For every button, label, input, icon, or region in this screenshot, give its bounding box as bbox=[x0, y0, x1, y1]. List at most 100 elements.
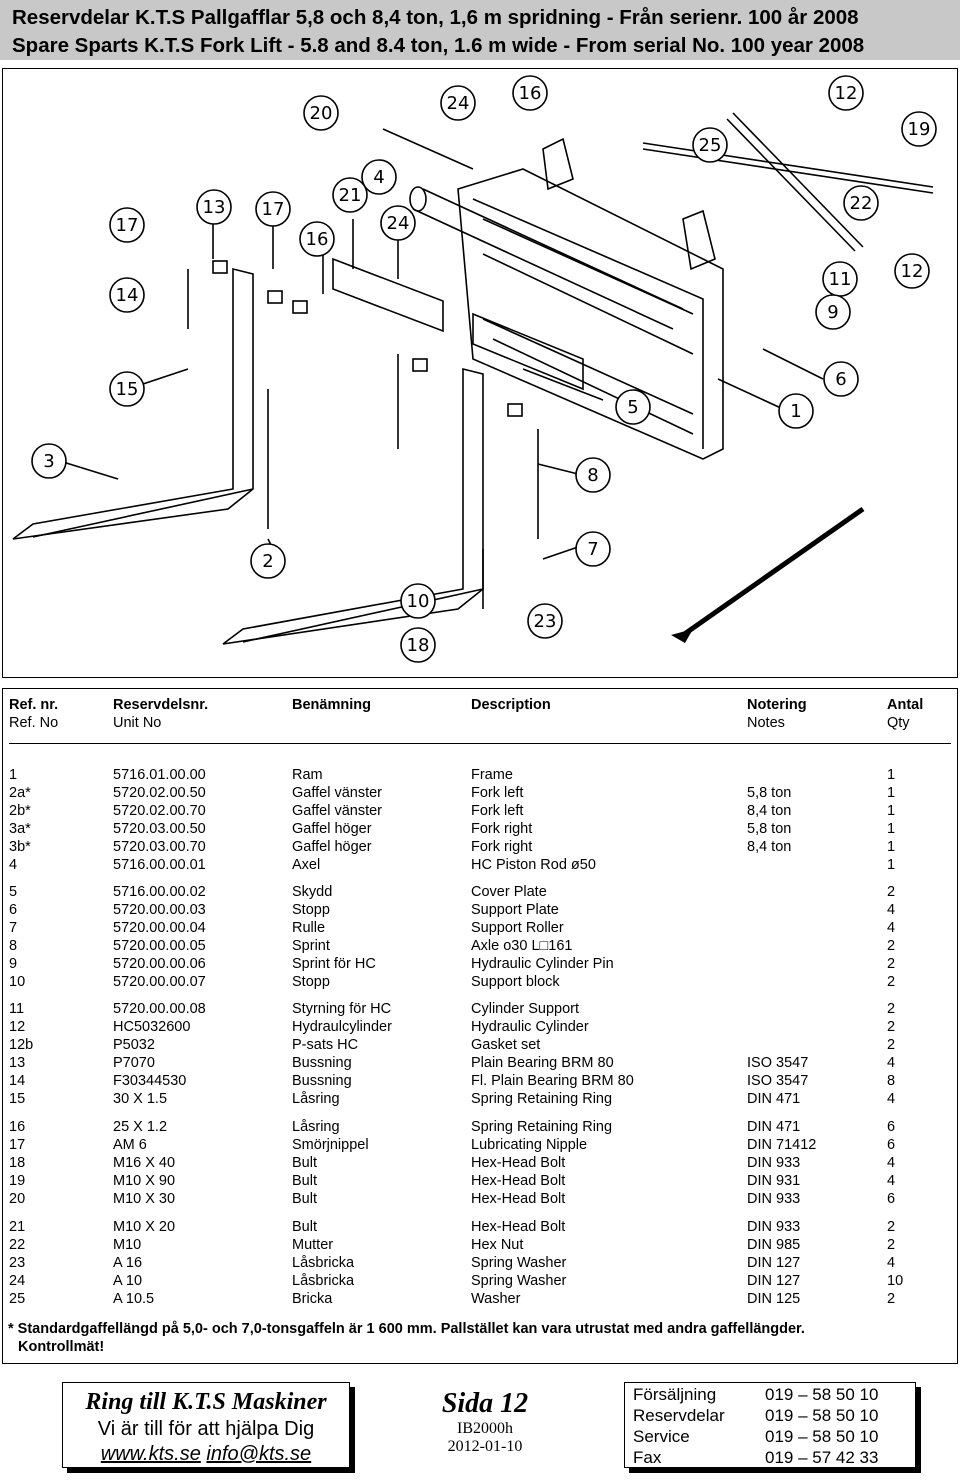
document-code: IB2000h bbox=[457, 1420, 513, 1437]
page-number: Sida 12 bbox=[441, 1388, 529, 1419]
callout-circle bbox=[843, 185, 879, 221]
cell-desc: Cylinder Support bbox=[471, 1001, 579, 1017]
cell-qty: 2 bbox=[887, 956, 896, 972]
contact-label: Reservdelar bbox=[633, 1406, 725, 1425]
callout-number: 15 bbox=[116, 379, 139, 400]
cell-desc: Support block bbox=[471, 974, 560, 990]
cell-name: Axel bbox=[292, 857, 321, 873]
cell-desc: Hex-Head Bolt bbox=[471, 1155, 566, 1171]
website-link[interactable]: www.kts.se bbox=[100, 1443, 201, 1465]
cell-notes: DIN 933 bbox=[747, 1155, 801, 1171]
cell-notes: DIN 933 bbox=[747, 1219, 801, 1235]
cell-qty: 1 bbox=[887, 821, 896, 837]
cell-ref: 6 bbox=[9, 902, 18, 918]
callout-circle bbox=[575, 457, 611, 493]
callout-circle bbox=[299, 221, 335, 257]
header-notes-sv: Notering bbox=[747, 697, 807, 713]
cell-ref: 7 bbox=[9, 920, 18, 936]
callout-circle bbox=[109, 371, 145, 407]
cell-unit: 5720.00.00.03 bbox=[113, 902, 206, 918]
callout-number: 10 bbox=[407, 591, 430, 612]
callout-circle bbox=[400, 583, 436, 619]
cell-qty: 2 bbox=[887, 1237, 896, 1253]
cell-ref: 12 bbox=[9, 1019, 26, 1035]
cell-desc: Cover Plate bbox=[471, 884, 547, 900]
cell-ref: 3b* bbox=[9, 839, 31, 855]
callout-number: 5 bbox=[627, 397, 638, 418]
callout-number: 19 bbox=[908, 119, 931, 140]
callout-number: 18 bbox=[407, 635, 430, 656]
callout-number: 2 bbox=[262, 551, 273, 572]
cell-ref: 14 bbox=[9, 1073, 26, 1089]
callout-circle bbox=[196, 189, 232, 225]
cell-unit: 30 X 1.5 bbox=[113, 1091, 168, 1107]
cell-name: Gaffel vänster bbox=[292, 803, 383, 819]
cell-notes: 8,4 ton bbox=[747, 803, 792, 819]
callout-number: 16 bbox=[519, 83, 542, 104]
cell-qty: 2 bbox=[887, 1219, 896, 1235]
callout-circle bbox=[828, 75, 864, 111]
callout-circle bbox=[255, 191, 291, 227]
web-links: www.kts.se info@kts.se bbox=[63, 1443, 349, 1466]
cell-qty: 4 bbox=[887, 1055, 896, 1071]
cell-qty: 4 bbox=[887, 1255, 896, 1271]
callout-circle bbox=[823, 361, 859, 397]
cell-ref: 2b* bbox=[9, 803, 31, 819]
cell-ref: 24 bbox=[9, 1273, 26, 1289]
cell-notes: DIN 931 bbox=[747, 1173, 801, 1189]
cell-qty: 4 bbox=[887, 902, 896, 918]
callout-circle bbox=[332, 177, 368, 213]
callout-number: 3 bbox=[43, 451, 54, 472]
cell-desc: Axle o30 L□161 bbox=[471, 938, 573, 954]
cell-name: Sprint för HC bbox=[292, 956, 376, 972]
cell-unit: 5720.02.00.70 bbox=[113, 803, 206, 819]
cell-unit: M10 X 90 bbox=[113, 1173, 176, 1189]
cell-desc: Lubricating Nipple bbox=[471, 1137, 588, 1153]
cell-ref: 23 bbox=[9, 1255, 26, 1271]
cell-desc: Fork left bbox=[471, 785, 524, 801]
cell-unit: 5720.03.00.50 bbox=[113, 821, 206, 837]
cell-qty: 1 bbox=[887, 785, 896, 801]
contact-row: Reservdelar 019 – 58 50 10 bbox=[633, 1406, 878, 1426]
cell-name: Sprint bbox=[292, 938, 330, 954]
header-name-sv: Benämning bbox=[292, 697, 371, 713]
cell-name: Bult bbox=[292, 1173, 317, 1189]
cell-name: Styrning för HC bbox=[292, 1001, 392, 1017]
footnote-line2: Kontrollmät! bbox=[18, 1339, 105, 1355]
cell-desc: Hex Nut bbox=[471, 1237, 524, 1253]
cell-desc: Fork right bbox=[471, 839, 533, 855]
cell-desc: Support Plate bbox=[471, 902, 559, 918]
footnote-line1: * Standardgaffellängd på 5,0- och 7,0-to… bbox=[8, 1321, 805, 1337]
title-english: Spare Sparts K.T.S Fork Lift - 5.8 and 8… bbox=[12, 34, 865, 57]
callout-number: 21 bbox=[339, 185, 362, 206]
page-info: Sida 12 IB2000h 2012-01-10 bbox=[430, 1388, 540, 1456]
contact-number: 019 – 58 50 10 bbox=[765, 1406, 879, 1425]
header-desc: Description bbox=[471, 697, 551, 713]
callout-number: 4 bbox=[373, 167, 384, 188]
cell-notes: DIN 125 bbox=[747, 1291, 801, 1307]
contact-number: 019 – 57 42 33 bbox=[765, 1448, 879, 1467]
contact-number: 019 – 58 50 10 bbox=[765, 1427, 879, 1446]
cell-qty: 4 bbox=[887, 920, 896, 936]
cell-name: Gaffel höger bbox=[292, 821, 372, 837]
cell-name: Bricka bbox=[292, 1291, 333, 1307]
callout-number: 23 bbox=[534, 611, 557, 632]
cell-desc: Hex-Head Bolt bbox=[471, 1219, 566, 1235]
callout-circle bbox=[575, 531, 611, 567]
callout-number: 8 bbox=[587, 465, 598, 486]
cell-ref: 9 bbox=[9, 956, 18, 972]
cell-qty: 1 bbox=[887, 803, 896, 819]
cell-notes: 8,4 ton bbox=[747, 839, 792, 855]
cell-unit: 5720.00.00.08 bbox=[113, 1001, 206, 1017]
callout-circle bbox=[440, 85, 476, 121]
cell-name: Smörjnippel bbox=[292, 1137, 369, 1153]
cell-ref: 18 bbox=[9, 1155, 26, 1171]
callout-circle bbox=[901, 111, 937, 147]
callout-number: 20 bbox=[310, 103, 333, 124]
cell-name: Låsring bbox=[292, 1091, 340, 1107]
cell-notes: DIN 127 bbox=[747, 1273, 801, 1289]
cell-name: Låsbricka bbox=[292, 1255, 355, 1271]
callout-number: 17 bbox=[116, 215, 139, 236]
email-link[interactable]: info@kts.se bbox=[206, 1443, 312, 1465]
